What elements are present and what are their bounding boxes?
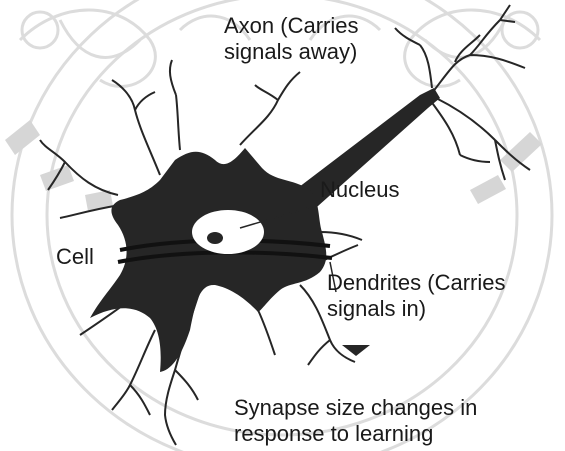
synapse-label: Synapse size changes in response to lear…	[234, 395, 477, 447]
nucleus-outer	[192, 210, 264, 254]
cell-label: Cell	[56, 244, 94, 270]
nucleus-label: Nucleus	[320, 177, 399, 203]
synapse-marker	[342, 345, 370, 356]
nucleus-core	[207, 232, 223, 244]
dendrites-label: Dendrites (Carries signals in)	[327, 270, 506, 322]
axon-label: Axon (Carries signals away)	[224, 13, 358, 65]
